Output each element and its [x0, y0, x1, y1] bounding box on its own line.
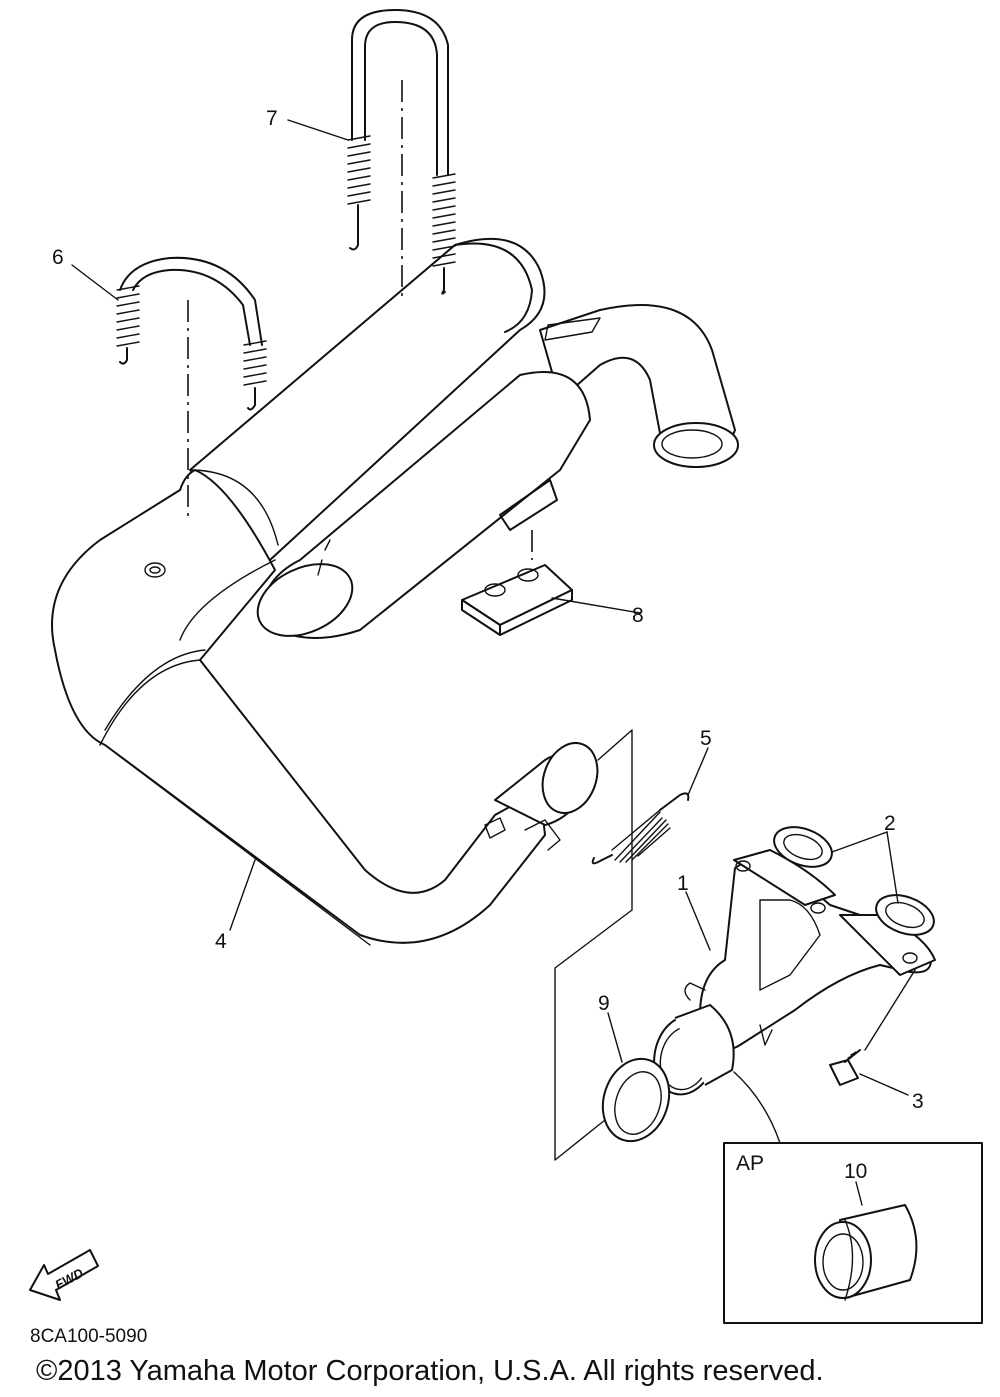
callout-8: 8 — [632, 604, 644, 627]
diagram-code: 8CA100-5090 — [30, 1326, 147, 1347]
gasket-9 — [601, 1057, 671, 1143]
callout-2: 2 — [884, 812, 896, 835]
hanger-rubber-6 — [116, 256, 267, 520]
damper-8 — [461, 530, 573, 636]
callout-1: 1 — [677, 872, 689, 895]
callout-10: 10 — [844, 1160, 867, 1183]
joint-10 — [814, 1204, 918, 1301]
hanger-rubber-7 — [347, 9, 456, 300]
manifold-joint — [653, 1004, 735, 1096]
spring-5 — [591, 792, 690, 865]
lower-muffler — [256, 371, 591, 639]
ap-inset: AP — [723, 1142, 983, 1324]
callout-3: 3 — [912, 1090, 924, 1113]
expansion-chamber — [51, 469, 546, 946]
pipe-inlet-end — [484, 742, 599, 851]
bracket-lines — [554, 729, 633, 1161]
leader-lines — [71, 119, 916, 1144]
bolt-3 — [829, 1049, 861, 1086]
copyright-notice: ©2013 Yamaha Motor Corporation, U.S.A. A… — [36, 1355, 824, 1387]
fwd-arrow-icon: FWD — [29, 1249, 99, 1301]
callout-5: 5 — [700, 727, 712, 750]
upper-muffler — [189, 237, 546, 561]
callout-6: 6 — [52, 246, 64, 269]
callout-7: 7 — [266, 107, 278, 130]
callout-labels: 7 6 8 5 2 1 4 9 3 10 — [52, 107, 924, 1183]
callout-9: 9 — [598, 992, 610, 1015]
outlet-pipe — [539, 304, 739, 468]
inset-label: AP — [736, 1152, 764, 1175]
callout-4: 4 — [215, 930, 227, 953]
gaskets-2 — [773, 826, 935, 936]
